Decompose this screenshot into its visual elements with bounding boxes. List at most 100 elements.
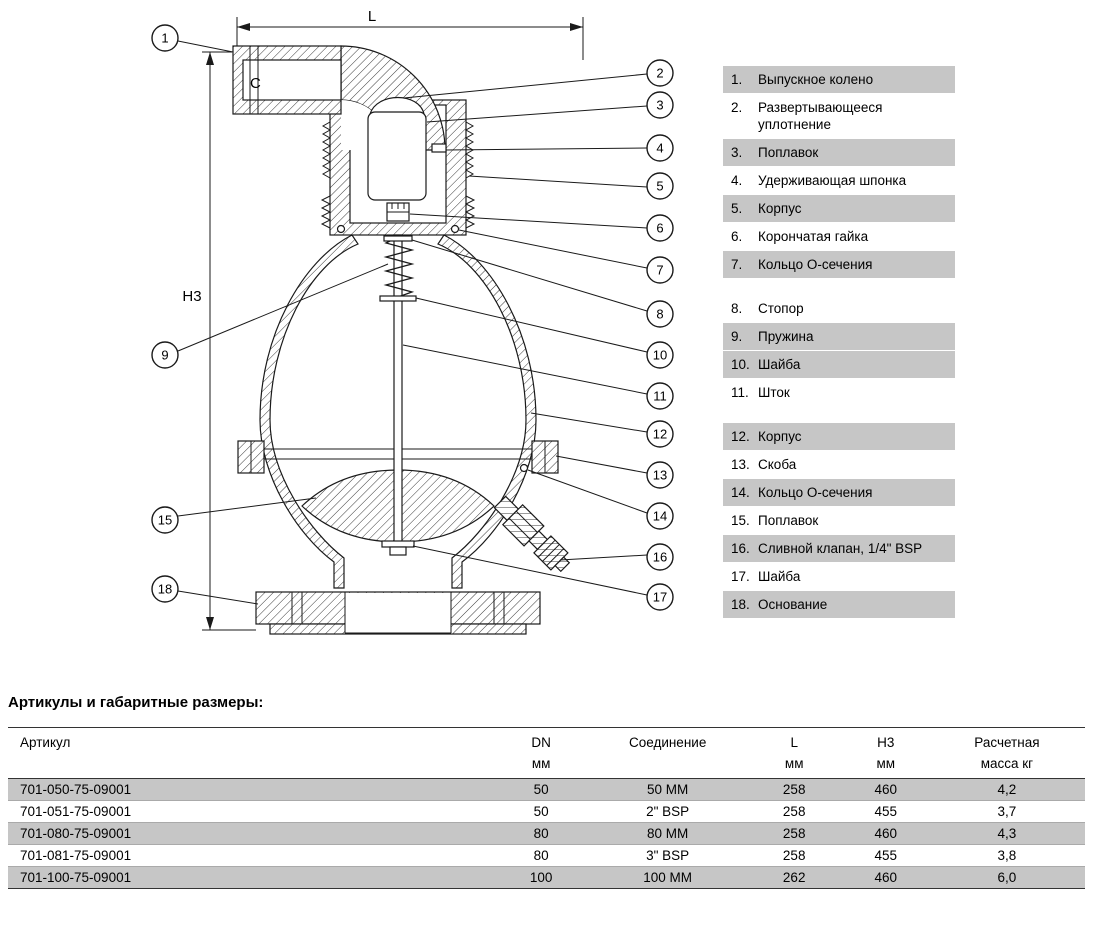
part-number: 18.	[731, 597, 750, 612]
part-label: Сливной клапан, 1/4" BSP	[758, 541, 923, 556]
svg-text:2: 2	[656, 66, 663, 81]
cell-weight: 3,7	[997, 804, 1017, 819]
callout-10: 10	[415, 297, 674, 369]
part-label: Удерживающая шпонка	[758, 173, 907, 188]
svg-text:14: 14	[653, 509, 667, 524]
svg-text:12: 12	[653, 427, 667, 442]
base-flange	[255, 591, 541, 635]
spring	[383, 236, 415, 298]
svg-text:3: 3	[656, 98, 663, 113]
part-number: 1.	[731, 72, 743, 87]
body-o-ring	[519, 463, 529, 473]
part-row-12: 12. Корпус	[723, 423, 955, 450]
cell-connection: 3" BSP	[646, 848, 690, 863]
part-number: 7.	[731, 257, 743, 272]
part-number: 3.	[731, 145, 743, 160]
cell-weight: 6,0	[997, 870, 1017, 885]
flange-bore	[345, 593, 451, 633]
cell-weight: 4,3	[997, 826, 1017, 841]
part-number: 17.	[731, 569, 750, 584]
cell-article: 701-051-75-09001	[20, 804, 132, 819]
part-row-14: 14. Кольцо О-сечения	[723, 479, 955, 506]
cell-dn: 50	[533, 782, 549, 797]
svg-text:10: 10	[653, 348, 667, 363]
svg-text:6: 6	[656, 221, 663, 236]
cell-l: 258	[782, 826, 806, 841]
parts-list-group-gap	[723, 407, 955, 423]
svg-text:17: 17	[653, 590, 667, 605]
part-label: Выпускное колено	[758, 72, 874, 87]
part-row-5: 5. Корпус	[723, 195, 955, 222]
part-label: Развертывающееся уплотнение	[758, 100, 883, 132]
col-subheader-dn-unit: мм	[531, 756, 551, 771]
svg-text:7: 7	[656, 263, 663, 278]
callout-9: 9	[151, 263, 389, 369]
part-number: 4.	[731, 173, 743, 188]
part-number: 8.	[731, 301, 743, 316]
part-label: Поплавок	[758, 513, 819, 528]
part-label: Шайба	[758, 569, 801, 584]
callout-7: 7	[458, 229, 674, 284]
cell-h3: 455	[874, 848, 897, 863]
svg-text:8: 8	[656, 307, 663, 322]
svg-text:4: 4	[656, 141, 663, 156]
part-label: Шток	[758, 385, 790, 400]
part-number: 6.	[731, 229, 743, 244]
part-label: Корпус	[758, 429, 802, 444]
cell-connection: 100 MM	[643, 870, 693, 885]
callout-3: 3	[426, 91, 674, 123]
cell-h3: 455	[874, 804, 897, 819]
callout-17: 17	[412, 545, 674, 611]
cell-connection: 80 MM	[647, 826, 689, 841]
part-number: 9.	[731, 329, 743, 344]
svg-text:1: 1	[161, 31, 168, 46]
dimensions-table: Артикул DN Соединение L H3 Расчетная мм …	[8, 727, 1085, 889]
upper-washer	[379, 295, 417, 302]
part-row-9: 9. Пружина	[723, 323, 955, 350]
part-number: 5.	[731, 201, 743, 216]
svg-text:11: 11	[653, 389, 667, 404]
o-ring-left	[336, 224, 346, 234]
part-row-4: 4. Удерживающая шпонка	[723, 167, 955, 194]
part-label: Корпус	[758, 201, 802, 216]
cell-dn: 50	[533, 804, 549, 819]
svg-text:18: 18	[158, 582, 172, 597]
table-row: 701-081-75-09001 80 3" BSP 258 455 3,8	[8, 844, 1085, 867]
callout-2: 2	[403, 59, 674, 99]
part-row-17: 17. Шайба	[723, 563, 955, 590]
body-wall-left	[259, 234, 359, 589]
cell-weight: 3,8	[997, 848, 1017, 863]
part-row-13: 13. Скоба	[723, 451, 955, 478]
part-label: Пружина	[758, 329, 814, 344]
part-row-7: 7. Кольцо О-сечения	[723, 251, 955, 278]
part-label: Корончатая гайка	[758, 229, 869, 244]
part-row-10: 10. Шайба	[723, 351, 955, 378]
part-row-15: 15. Поплавок	[723, 507, 955, 534]
dim-height-label: Н3	[182, 288, 201, 305]
table-heading: Артикулы и габаритные размеры:	[8, 694, 264, 711]
svg-text:13: 13	[653, 468, 667, 483]
cell-article: 701-081-75-09001	[20, 848, 132, 863]
dim-length-label: L	[368, 8, 376, 25]
part-number: 10.	[731, 357, 750, 372]
cell-article: 701-050-75-09001	[20, 782, 132, 797]
dimension-height: Н3	[182, 51, 256, 631]
o-ring-right	[450, 224, 460, 234]
cell-l: 258	[782, 804, 806, 819]
part-row-8: 8. Стопор	[723, 295, 955, 322]
callout-6: 6	[409, 213, 674, 242]
col-subheader-connection	[590, 753, 746, 779]
valve-technical-drawing: L Н3	[151, 8, 674, 635]
part-label: Шайба	[758, 357, 801, 372]
svg-text:5: 5	[656, 179, 663, 194]
callouts: 1 2 3 4	[151, 24, 674, 611]
callout-16: 16	[559, 543, 674, 571]
part-row-16: 16. Сливной клапан, 1/4" BSP	[723, 535, 955, 562]
cell-l: 258	[782, 848, 806, 863]
part-number: 2.	[731, 100, 743, 115]
svg-text:16: 16	[653, 550, 667, 565]
cell-h3: 460	[874, 782, 897, 797]
callout-18: 18	[151, 575, 259, 605]
table-row: 701-080-75-09001 80 80 MM 258 460 4,3	[8, 822, 1085, 845]
col-header-article: Артикул	[20, 735, 71, 750]
